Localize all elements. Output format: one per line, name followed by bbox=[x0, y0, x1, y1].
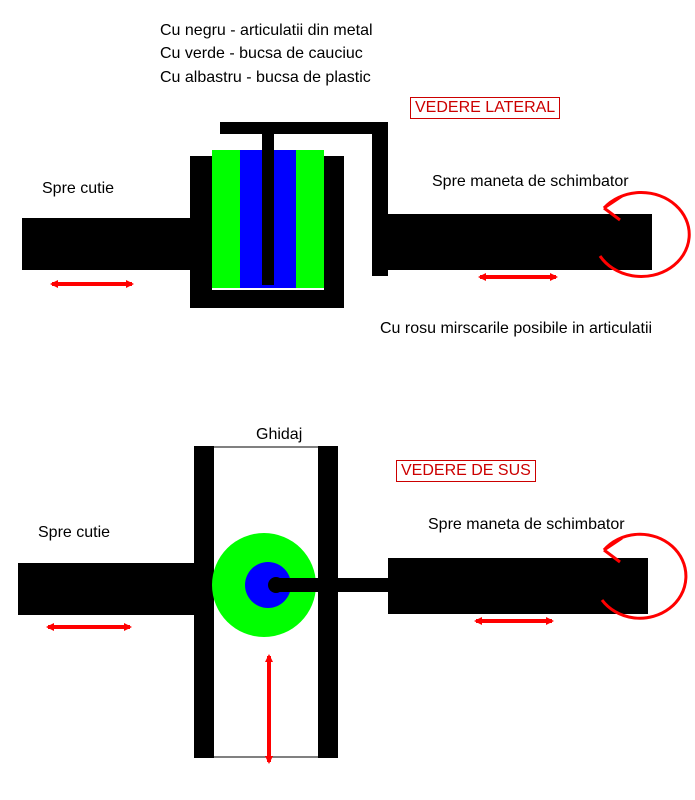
side-right-label: Spre maneta de schimbator bbox=[432, 173, 629, 190]
side-left-rod bbox=[22, 218, 194, 270]
side-housing-left-wall bbox=[190, 156, 212, 308]
top-guide-left-rail bbox=[194, 446, 214, 758]
top-view bbox=[18, 446, 688, 764]
side-housing-right-wall bbox=[324, 156, 344, 308]
top-guide-label: Ghidaj bbox=[256, 426, 303, 443]
legend-blue: Cu albastru - bucsa de plastic bbox=[160, 69, 371, 86]
side-view bbox=[22, 122, 691, 308]
top-connecting-arm bbox=[272, 578, 390, 592]
top-left-rod bbox=[18, 563, 198, 615]
side-left-label: Spre cutie bbox=[42, 180, 115, 197]
top-rotation-arrow bbox=[600, 532, 688, 620]
side-rotation-arrowhead bbox=[603, 194, 623, 222]
side-housing-bottom bbox=[190, 290, 344, 308]
side-right-rod bbox=[388, 214, 652, 270]
legend-black: Cu negru - articulatii din metal bbox=[160, 22, 373, 39]
side-center-pin bbox=[262, 130, 274, 285]
top-guide-right-rail bbox=[318, 446, 338, 758]
side-motion-note: Cu rosu mirscarile posibile in articulat… bbox=[380, 320, 653, 337]
side-bracket-top bbox=[220, 122, 386, 134]
top-rotation-arrowhead bbox=[603, 536, 623, 564]
side-rotation-arrow bbox=[598, 191, 691, 278]
top-view-title: VEDERE DE SUS bbox=[396, 460, 536, 482]
top-left-label: Spre cutie bbox=[38, 524, 111, 541]
side-bracket-vertical bbox=[372, 122, 388, 276]
legend-green: Cu verde - bucsa de cauciuc bbox=[160, 45, 363, 62]
side-view-title: VEDERE LATERAL bbox=[410, 97, 561, 119]
top-right-label: Spre maneta de schimbator bbox=[428, 516, 625, 533]
